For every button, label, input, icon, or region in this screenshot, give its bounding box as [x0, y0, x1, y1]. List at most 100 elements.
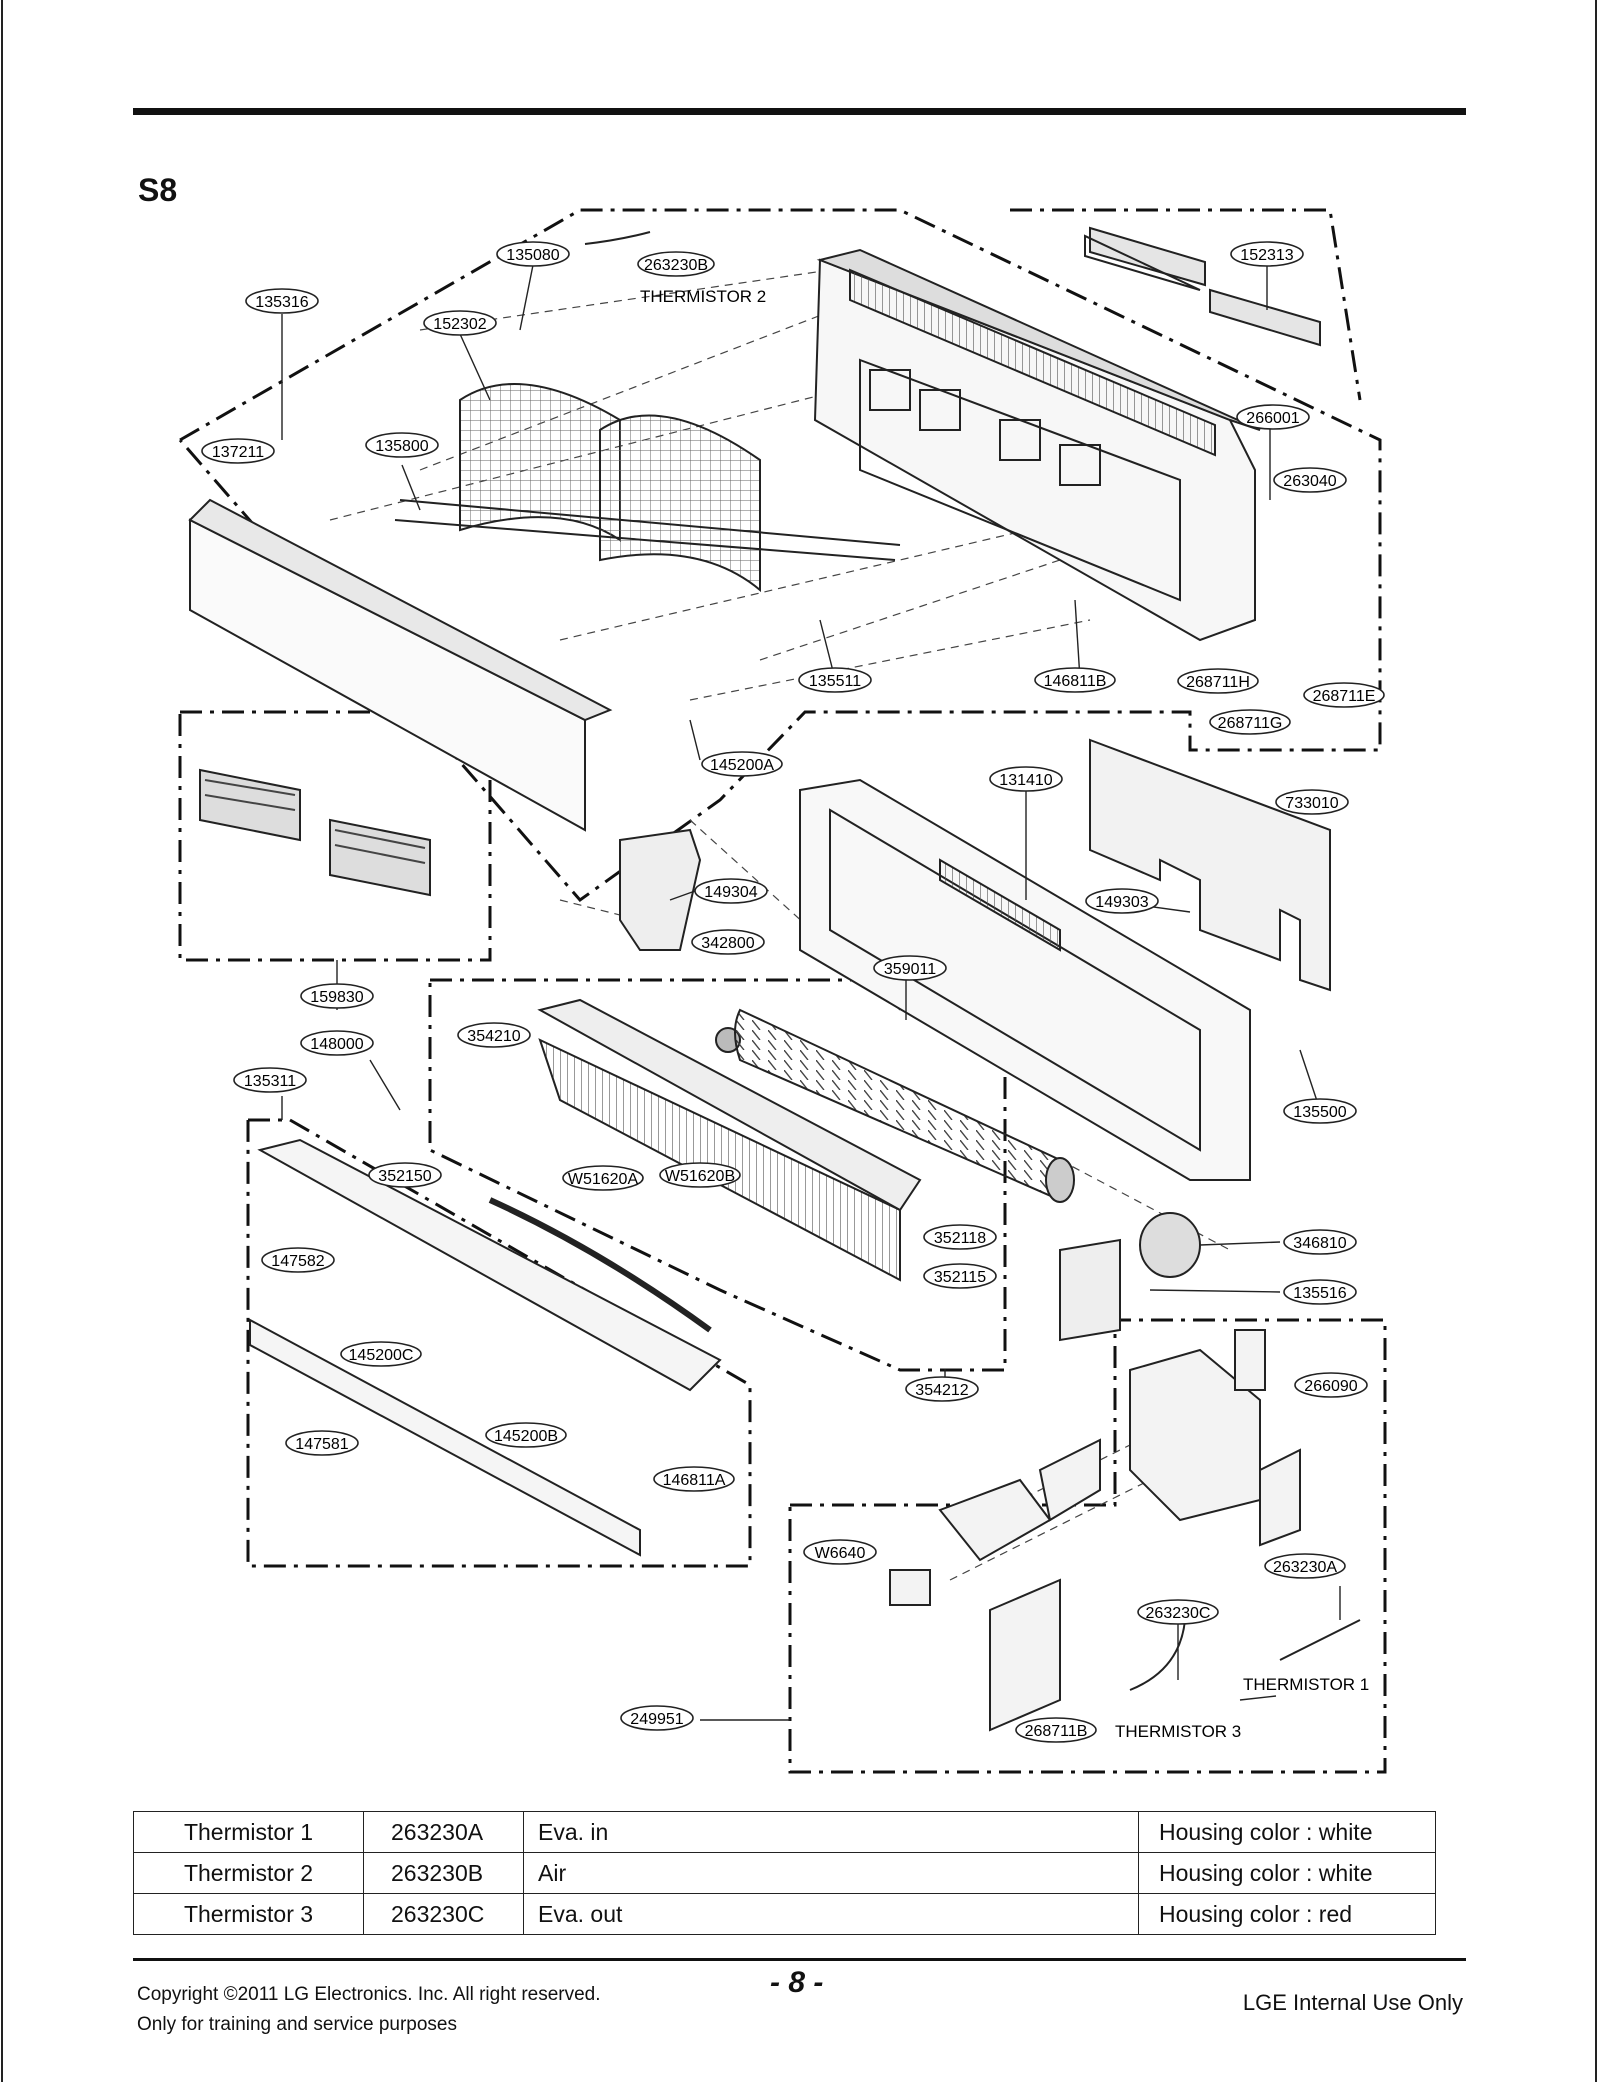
- svg-text:145200B: 145200B: [494, 1428, 558, 1445]
- svg-text:346810: 346810: [1293, 1235, 1346, 1252]
- callout-354212: 354212: [905, 1376, 979, 1402]
- callout-145200C: 145200C: [340, 1341, 422, 1367]
- callout-346810: 346810: [1283, 1229, 1357, 1255]
- callout-135311: 135311: [233, 1067, 307, 1093]
- callout-146811A: 146811A: [653, 1466, 735, 1492]
- callout-W51620A: W51620A: [562, 1165, 644, 1191]
- part-filter-slots: [1084, 226, 1321, 347]
- callout-263040: 263040: [1273, 467, 1347, 493]
- outline-vane-group: [246, 1118, 752, 1568]
- footer-internal-note: LGE Internal Use Only: [1242, 1990, 1463, 2015]
- svg-text:145200C: 145200C: [349, 1347, 414, 1364]
- section-title: S8: [138, 172, 178, 208]
- svg-text:342800: 342800: [701, 935, 754, 952]
- svg-text:152302: 152302: [433, 316, 486, 333]
- table-row: Thermistor 3 263230C Eva. out Housing co…: [133, 1893, 1436, 1935]
- part-evaporator: [537, 998, 922, 1282]
- bottom-rule: [133, 1958, 1466, 1961]
- callout-268711H: 268711H: [1177, 668, 1259, 694]
- group-outlines: [178, 208, 1387, 1774]
- svg-text:146811B: 146811B: [1044, 673, 1107, 690]
- svg-text:146811A: 146811A: [663, 1472, 726, 1489]
- svg-text:135311: 135311: [244, 1073, 296, 1090]
- table-row: Thermistor 2 263230B Air Housing color :…: [133, 1852, 1436, 1894]
- callout-146811B: 146811B: [1034, 667, 1116, 693]
- callout-152302: 152302: [423, 310, 497, 336]
- callout-148000: 148000: [300, 1030, 374, 1056]
- thermistor-housing: Housing color : white: [1138, 1852, 1436, 1894]
- svg-text:131410: 131410: [999, 772, 1052, 789]
- callout-147582: 147582: [261, 1247, 335, 1273]
- thermistor-name: Thermistor 2: [133, 1852, 364, 1894]
- svg-text:135800: 135800: [375, 438, 428, 455]
- part-front-panel: [188, 498, 901, 832]
- svg-text:268711B: 268711B: [1025, 1723, 1088, 1740]
- exploded-parts-diagram: 135080 263230B 152313 135316 152302 1372…: [178, 208, 1387, 1774]
- part-chassis-top: [813, 248, 1261, 642]
- callout-W51620B: W51620B: [659, 1162, 741, 1188]
- svg-text:135316: 135316: [255, 294, 308, 311]
- part-wall-plate: [1089, 738, 1331, 992]
- part-motor: [1059, 1212, 1201, 1342]
- thermistor-name: Thermistor 1: [133, 1811, 364, 1853]
- svg-text:268711G: 268711G: [1218, 715, 1283, 732]
- outline-louver-group: [178, 710, 492, 962]
- callout-266001: 266001: [1236, 404, 1310, 430]
- callout-263230A: 263230A: [1264, 1553, 1346, 1579]
- part-drain-pan: [249, 1138, 722, 1557]
- svg-text:W51620B: W51620B: [665, 1168, 735, 1185]
- outline-control-box-group: [788, 1318, 1387, 1774]
- svg-text:147582: 147582: [271, 1253, 324, 1270]
- svg-text:145200A: 145200A: [710, 757, 774, 774]
- thermistor-position: Eva. out: [523, 1893, 1139, 1935]
- svg-text:266001: 266001: [1246, 410, 1299, 427]
- callout-135080: 135080: [496, 241, 570, 267]
- callout-342800: 342800: [691, 929, 765, 955]
- callout-266090: 266090: [1294, 1372, 1368, 1398]
- svg-text:148000: 148000: [310, 1036, 363, 1053]
- svg-text:149304: 149304: [704, 884, 757, 901]
- part-control-box: [889, 1329, 1301, 1732]
- callout-354210: 354210: [457, 1022, 531, 1048]
- thermistor-name: Thermistor 3: [133, 1893, 364, 1935]
- callout-268711B: 268711B: [1015, 1717, 1097, 1743]
- callout-145200B: 145200B: [485, 1422, 567, 1448]
- svg-text:135516: 135516: [1293, 1285, 1346, 1302]
- svg-text:249951: 249951: [630, 1711, 683, 1728]
- callout-149304: 149304: [694, 878, 768, 904]
- svg-text:W51620A: W51620A: [568, 1171, 639, 1188]
- callout-145200A: 145200A: [701, 751, 783, 777]
- outline-evaporator-group: [428, 978, 1007, 1372]
- callout-263230B: 263230B: [637, 251, 715, 277]
- thermistor-position: Air: [523, 1852, 1139, 1894]
- callout-733010: 733010: [1275, 789, 1349, 815]
- footer-training-note: Only for training and service purposes: [137, 2014, 457, 2035]
- svg-text:159830: 159830: [310, 989, 363, 1006]
- outline-front-panel-group: [178, 208, 1382, 903]
- svg-text:268711E: 268711E: [1313, 688, 1376, 705]
- svg-text:149303: 149303: [1095, 894, 1148, 911]
- callout-135511: 135511: [798, 667, 872, 693]
- svg-text:359011: 359011: [884, 961, 936, 978]
- svg-text:352118: 352118: [934, 1230, 986, 1247]
- svg-text:263040: 263040: [1283, 473, 1336, 490]
- thermistor-code: 263230B: [363, 1852, 524, 1894]
- svg-text:135511: 135511: [809, 673, 861, 690]
- callout-135500: 135500: [1283, 1098, 1357, 1124]
- label-thermistor-1: THERMISTOR 1: [1243, 1675, 1369, 1694]
- thermistor-housing: Housing color : red: [1138, 1893, 1436, 1935]
- callout-152313: 152313: [1230, 241, 1304, 267]
- callout-149303: 149303: [1085, 888, 1159, 914]
- svg-text:147581: 147581: [295, 1436, 348, 1453]
- part-air-filters: [459, 383, 761, 593]
- callout-159830: 159830: [300, 983, 374, 1009]
- svg-text:268711H: 268711H: [1186, 674, 1250, 691]
- part-thermistor-wires: [584, 231, 1361, 1691]
- part-drain-hose: [488, 1197, 712, 1333]
- footer-copyright-block: Copyright ©2011 LG Electronics. Inc. All…: [137, 1980, 601, 2040]
- part-motor-bracket-left: [619, 828, 741, 1053]
- callout-352115: 352115: [923, 1263, 997, 1289]
- thermistor-code: 263230A: [363, 1811, 524, 1853]
- thermistor-housing: Housing color : white: [1138, 1811, 1436, 1853]
